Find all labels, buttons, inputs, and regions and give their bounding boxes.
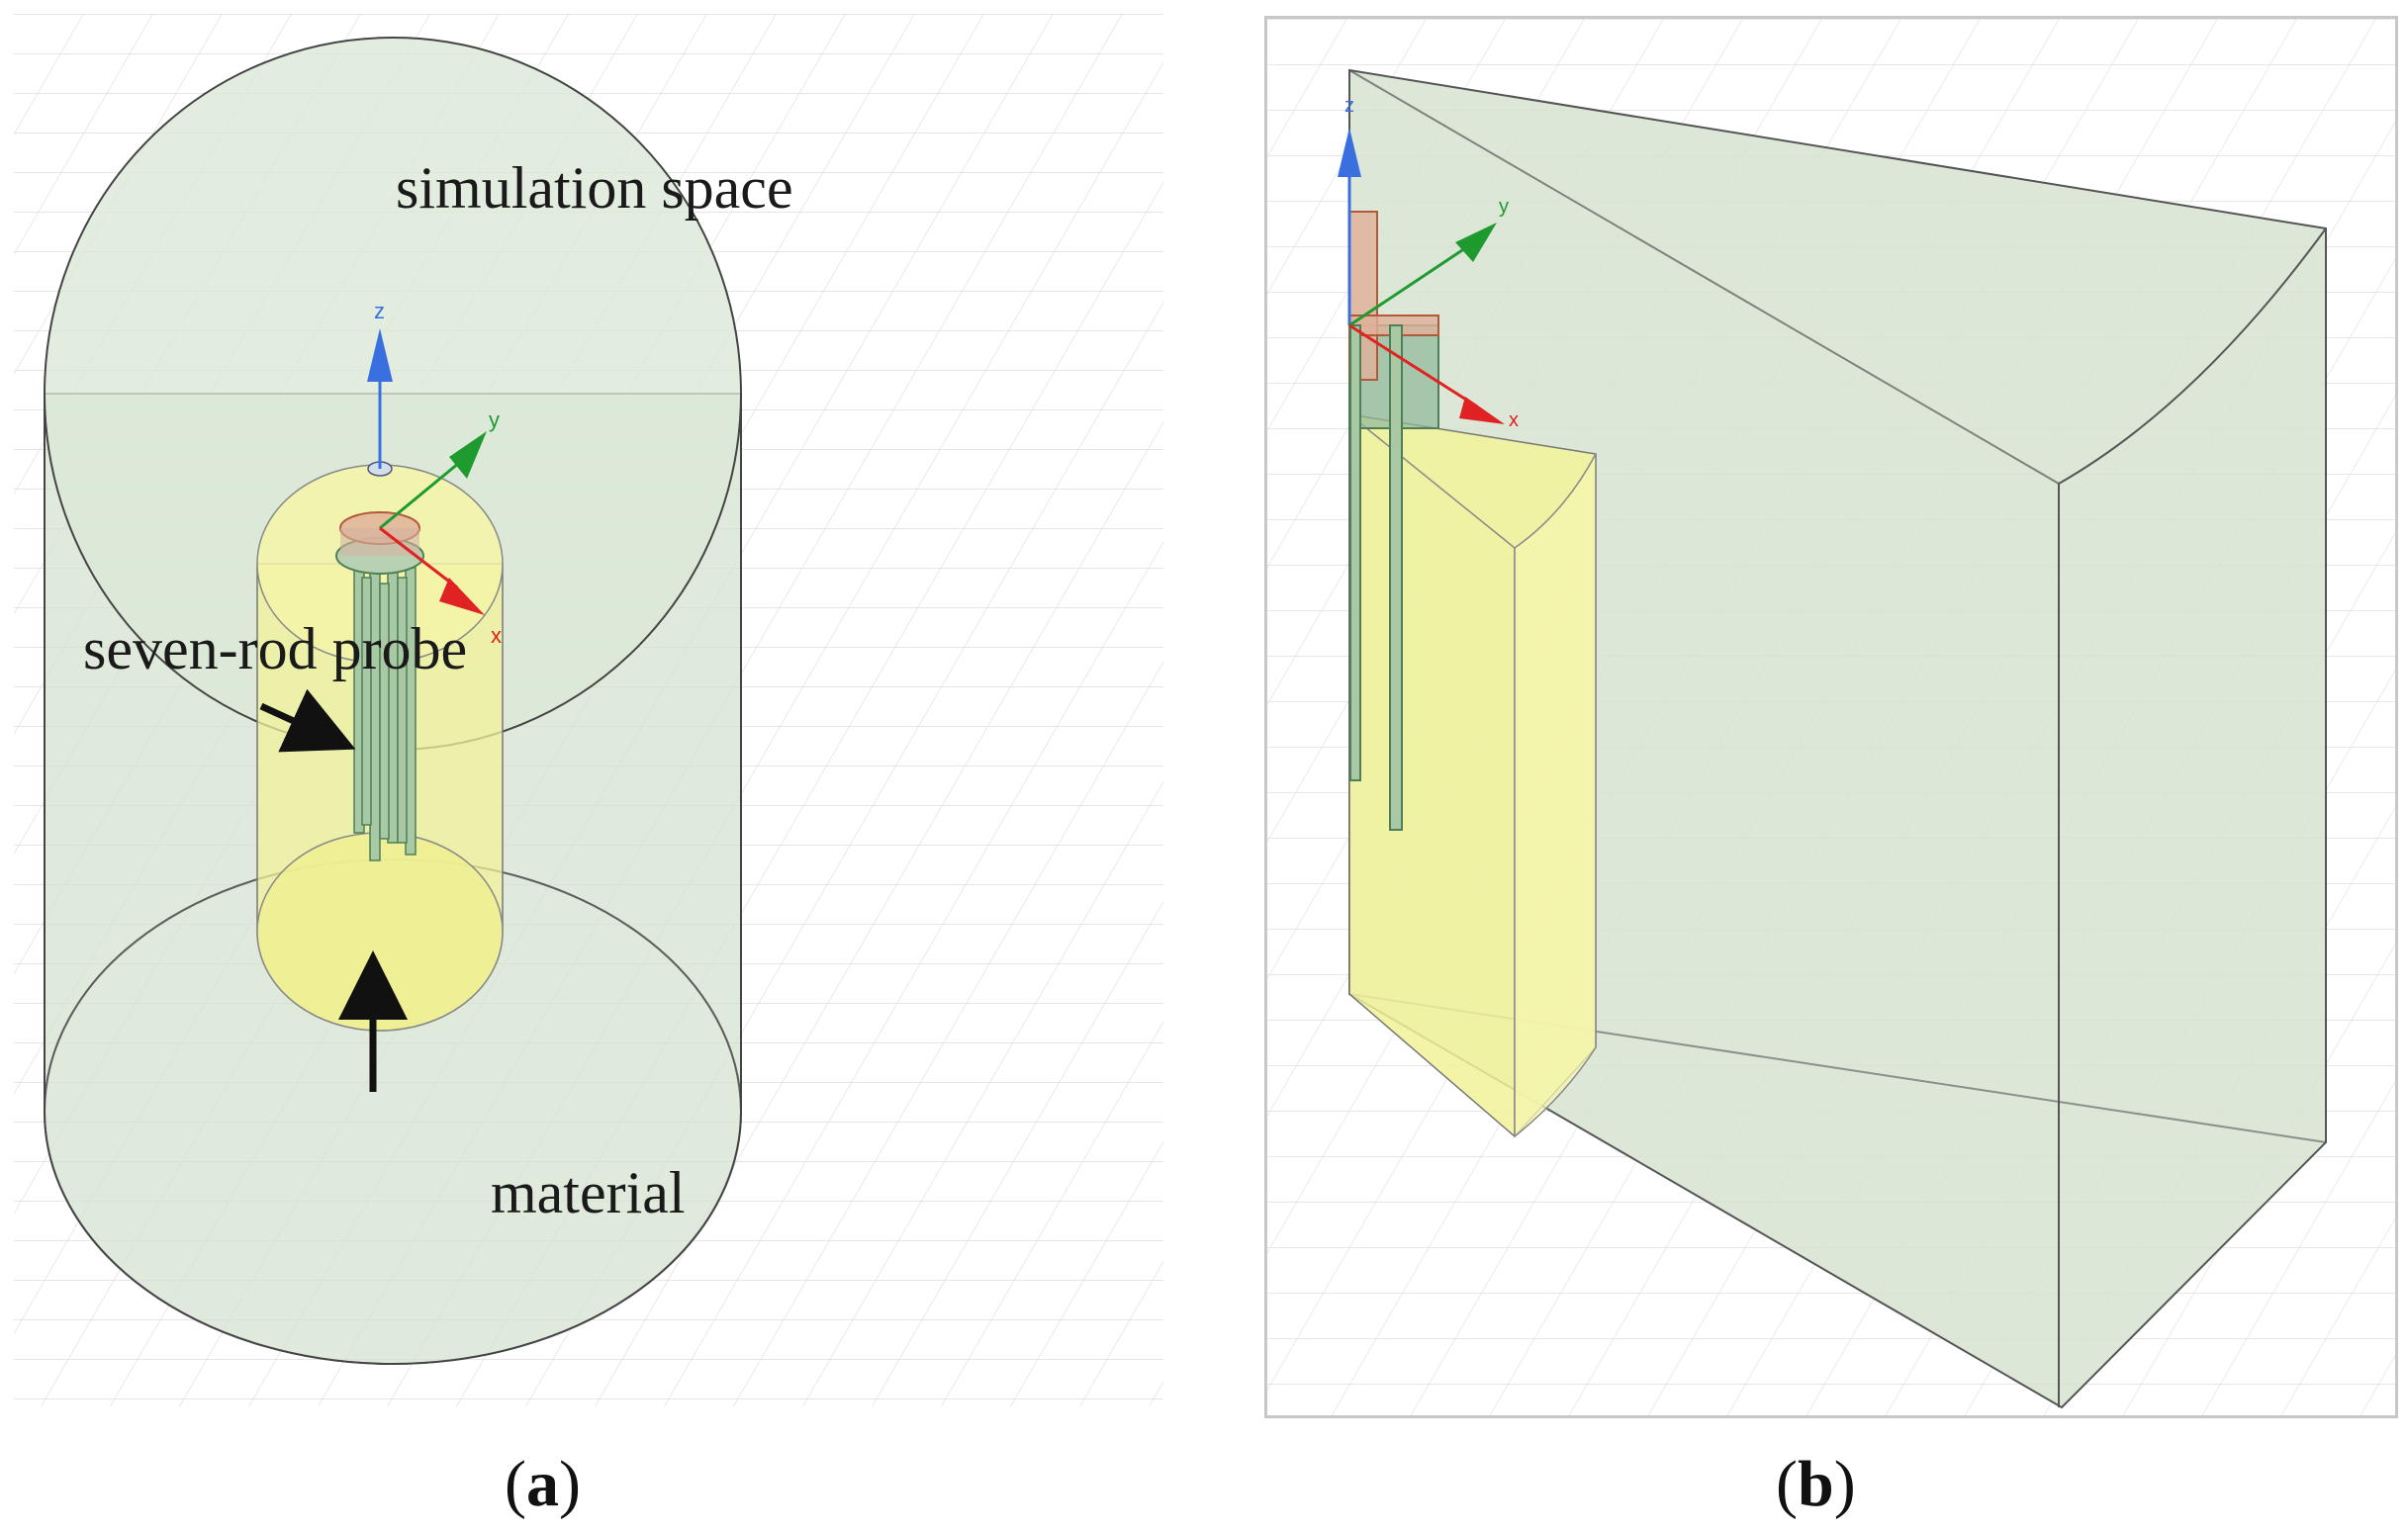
material-label: material [491, 1160, 686, 1225]
x-axis-arrow-icon-b [1459, 397, 1505, 424]
z-axis-label: z [374, 299, 385, 323]
panel-b-drawing [1267, 19, 2395, 1415]
y-axis-arrow-icon-b [1455, 223, 1497, 262]
x-axis-label: x [491, 623, 502, 648]
material-wedge [1348, 413, 1597, 1138]
y-axis-label: y [489, 407, 500, 432]
coordinate-axes-b [1338, 128, 1505, 424]
panel-b: z y x [1264, 16, 2398, 1418]
z-axis-arrow-icon [367, 328, 393, 382]
panel-a: z y x simulation space seven-rod probe m… [14, 14, 1163, 1406]
coordinate-axes [367, 328, 487, 615]
x-axis-arrow-icon [439, 578, 485, 615]
probe-label: seven-rod probe [83, 616, 468, 681]
probe-section [1348, 211, 1439, 831]
caption-b: (b) [1776, 1448, 1856, 1520]
simulation-space-label: simulation space [396, 155, 793, 221]
seven-rod-probe [335, 461, 424, 861]
z-axis-arrow-icon-b [1338, 128, 1361, 177]
panel-a-drawing [14, 14, 1163, 1406]
caption-a: (a) [505, 1448, 581, 1520]
probe-pointer-arrow [259, 688, 356, 753]
y-axis-label-b: y [1499, 196, 1509, 218]
x-axis-label-b: x [1509, 409, 1519, 431]
simulation-space-wedge [1348, 68, 2327, 1409]
z-axis-label-b: z [1344, 95, 1354, 117]
y-axis-arrow-icon [449, 431, 487, 479]
